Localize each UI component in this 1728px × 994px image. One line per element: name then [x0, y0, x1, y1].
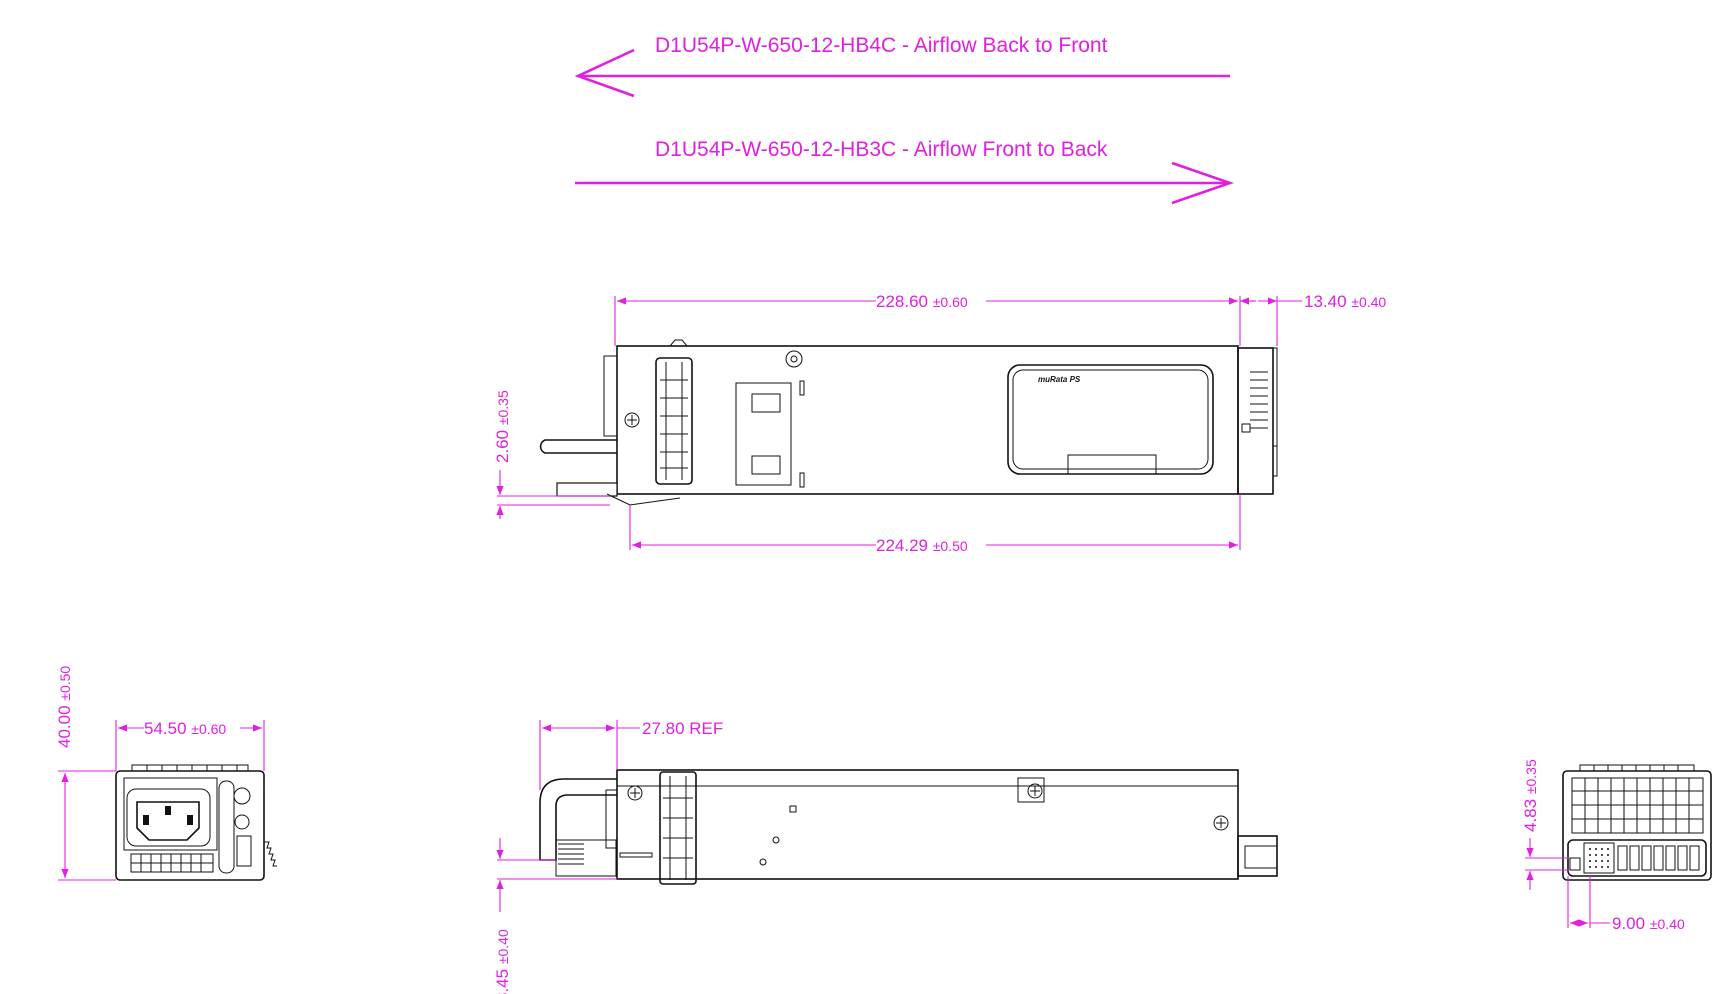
handle-height-tol: ±0.40 [495, 929, 511, 964]
airflow-back-to-front-label: D1U54P-W-650-12-HB4C - Airflow Back to F… [655, 34, 1108, 57]
dim-length-top: 228.60 ±0.60 [614, 292, 1278, 346]
dim-width: 54.50 ±0.60 [115, 719, 265, 771]
height-value: 40.00 [55, 705, 74, 748]
dim-handle-ref: 27.80 REF [539, 719, 723, 790]
svg-text:40.00 ±0.50: 40.00 ±0.50 [55, 666, 74, 748]
airflow-front-to-back-label: D1U54P-W-650-12-HB3C - Airflow Front to … [655, 138, 1108, 161]
svg-text:4.83 ±0.35: 4.83 ±0.35 [1521, 759, 1540, 832]
rear-height-tol: ±0.35 [1523, 759, 1539, 794]
width-value: 54.50 [144, 719, 187, 738]
length-top-value: 228.60 [876, 292, 928, 311]
rear-height-value: 4.83 [1521, 799, 1540, 832]
svg-text:224.29 ±0.50: 224.29 ±0.50 [876, 536, 968, 555]
svg-text:228.60 ±0.60: 228.60 ±0.60 [876, 292, 968, 311]
rail-offset-tol: ±0.35 [495, 390, 511, 425]
svg-text:13.40 ±0.40: 13.40 ±0.40 [1304, 292, 1386, 311]
svg-text:9.00 ±0.40: 9.00 ±0.40 [1612, 914, 1685, 933]
dim-connector-depth: 13.40 ±0.40 [1240, 292, 1386, 311]
dim-rail-offset: 2.60 ±0.35 [493, 390, 610, 519]
connector-depth-value: 13.40 [1304, 292, 1347, 311]
dim-rear-height: 4.83 ±0.35 [1521, 759, 1570, 890]
width-tol: ±0.60 [191, 721, 226, 737]
side-view [539, 769, 1278, 885]
dim-handle-height: 8.45 ±0.40 [493, 838, 617, 994]
front-view [115, 764, 277, 881]
airflow-back-to-front: D1U54P-W-650-12-HB4C - Airflow Back to F… [574, 34, 1230, 98]
logo-mark: muRata PS [1038, 375, 1081, 384]
svg-text:2.60 ±0.35: 2.60 ±0.35 [493, 390, 512, 463]
svg-text:8.45 ±0.40: 8.45 ±0.40 [493, 929, 512, 994]
dim-length-bottom: 224.29 ±0.50 [629, 494, 1241, 555]
handle-ref-value: 27.80 REF [642, 719, 723, 738]
length-bottom-value: 224.29 [876, 536, 928, 555]
rear-width-value: 9.00 [1612, 914, 1645, 933]
connector-depth-tol: ±0.40 [1351, 294, 1386, 310]
top-view: muRata PS [539, 339, 1278, 506]
dim-height: 40.00 ±0.50 [55, 666, 116, 881]
length-bottom-tol: ±0.50 [933, 538, 968, 554]
handle-height-value: 8.45 [493, 969, 512, 994]
rear-view [1562, 764, 1712, 881]
svg-text:54.50 ±0.60: 54.50 ±0.60 [144, 719, 226, 738]
airflow-front-to-back: D1U54P-W-650-12-HB3C - Airflow Front to … [575, 138, 1234, 205]
length-top-tol: ±0.60 [933, 294, 968, 310]
dim-rear-width: 9.00 ±0.40 [1567, 876, 1685, 933]
rail-offset-value: 2.60 [493, 430, 512, 463]
height-tol: ±0.50 [57, 666, 73, 701]
rear-width-tol: ±0.40 [1650, 916, 1685, 932]
